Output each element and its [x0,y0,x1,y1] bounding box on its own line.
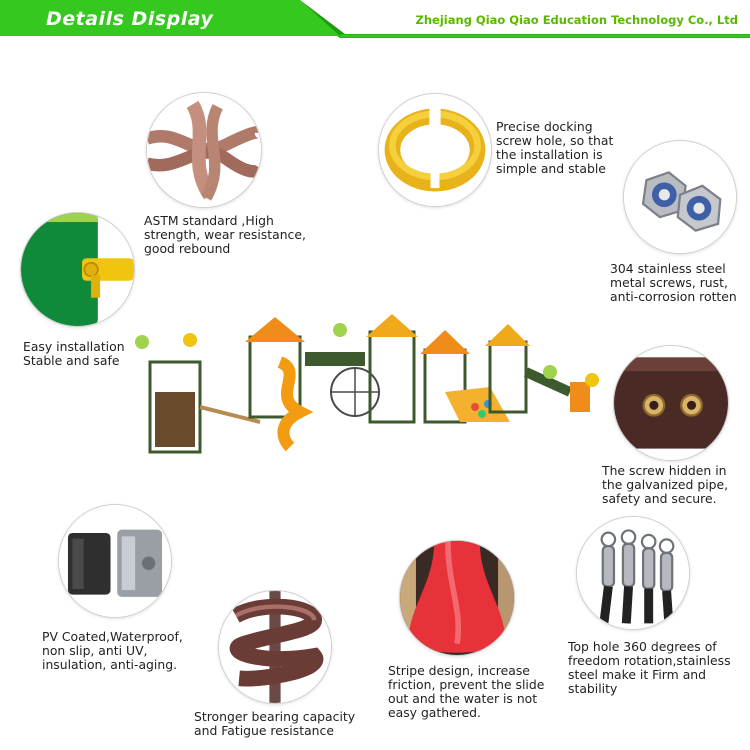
caption-pipe: The screw hidden in the galvanized pipe,… [602,463,729,506]
page-title: Details Display [46,8,214,30]
panel-bracket-icon [21,213,134,326]
company-name: Zhejiang Qiao Qiao Education Technology … [415,13,738,27]
swivel-hook-icon [577,517,689,629]
caption-slide: Stripe design, increase friction, preven… [388,663,545,720]
detail-slide [399,540,515,656]
detail-clamp [378,93,492,207]
detail-spiral [218,590,332,704]
caption-post: PV Coated,Waterproof, non slip, anti UV,… [42,629,183,672]
rope-knot-icon [147,93,261,207]
detail-rope [146,92,262,208]
coated-post-icon [59,505,171,617]
detail-panel [20,212,135,327]
detail-hooks [576,516,690,630]
caption-panel: Easy installation Stable and safe [23,339,125,368]
header-banner: Details Display Zhejiang Qiao Qiao Educa… [0,0,750,42]
playground-icon [135,314,599,454]
caption-nuts: 304 stainless steel metal screws, rust, … [610,261,737,304]
detail-pipe [613,345,729,461]
banner-shape [0,0,750,38]
steel-nut-icon [624,141,736,253]
caption-clamp: Precise docking screw hole, so that the … [496,119,614,176]
detail-post [58,504,172,618]
caption-spiral: Stronger bearing capacity and Fatigue re… [194,709,356,738]
detail-nuts [623,140,737,254]
caption-rope: ASTM standard ,High strength, wear resis… [144,213,306,256]
caption-hooks: Top hole 360 degrees of freedom rotation… [568,639,731,696]
red-slide-icon [400,541,514,655]
spiral-slide-icon [219,591,331,703]
pipe-screw-icon [614,346,728,460]
yellow-clamp-icon [379,94,491,206]
playground-illustration [130,312,610,462]
